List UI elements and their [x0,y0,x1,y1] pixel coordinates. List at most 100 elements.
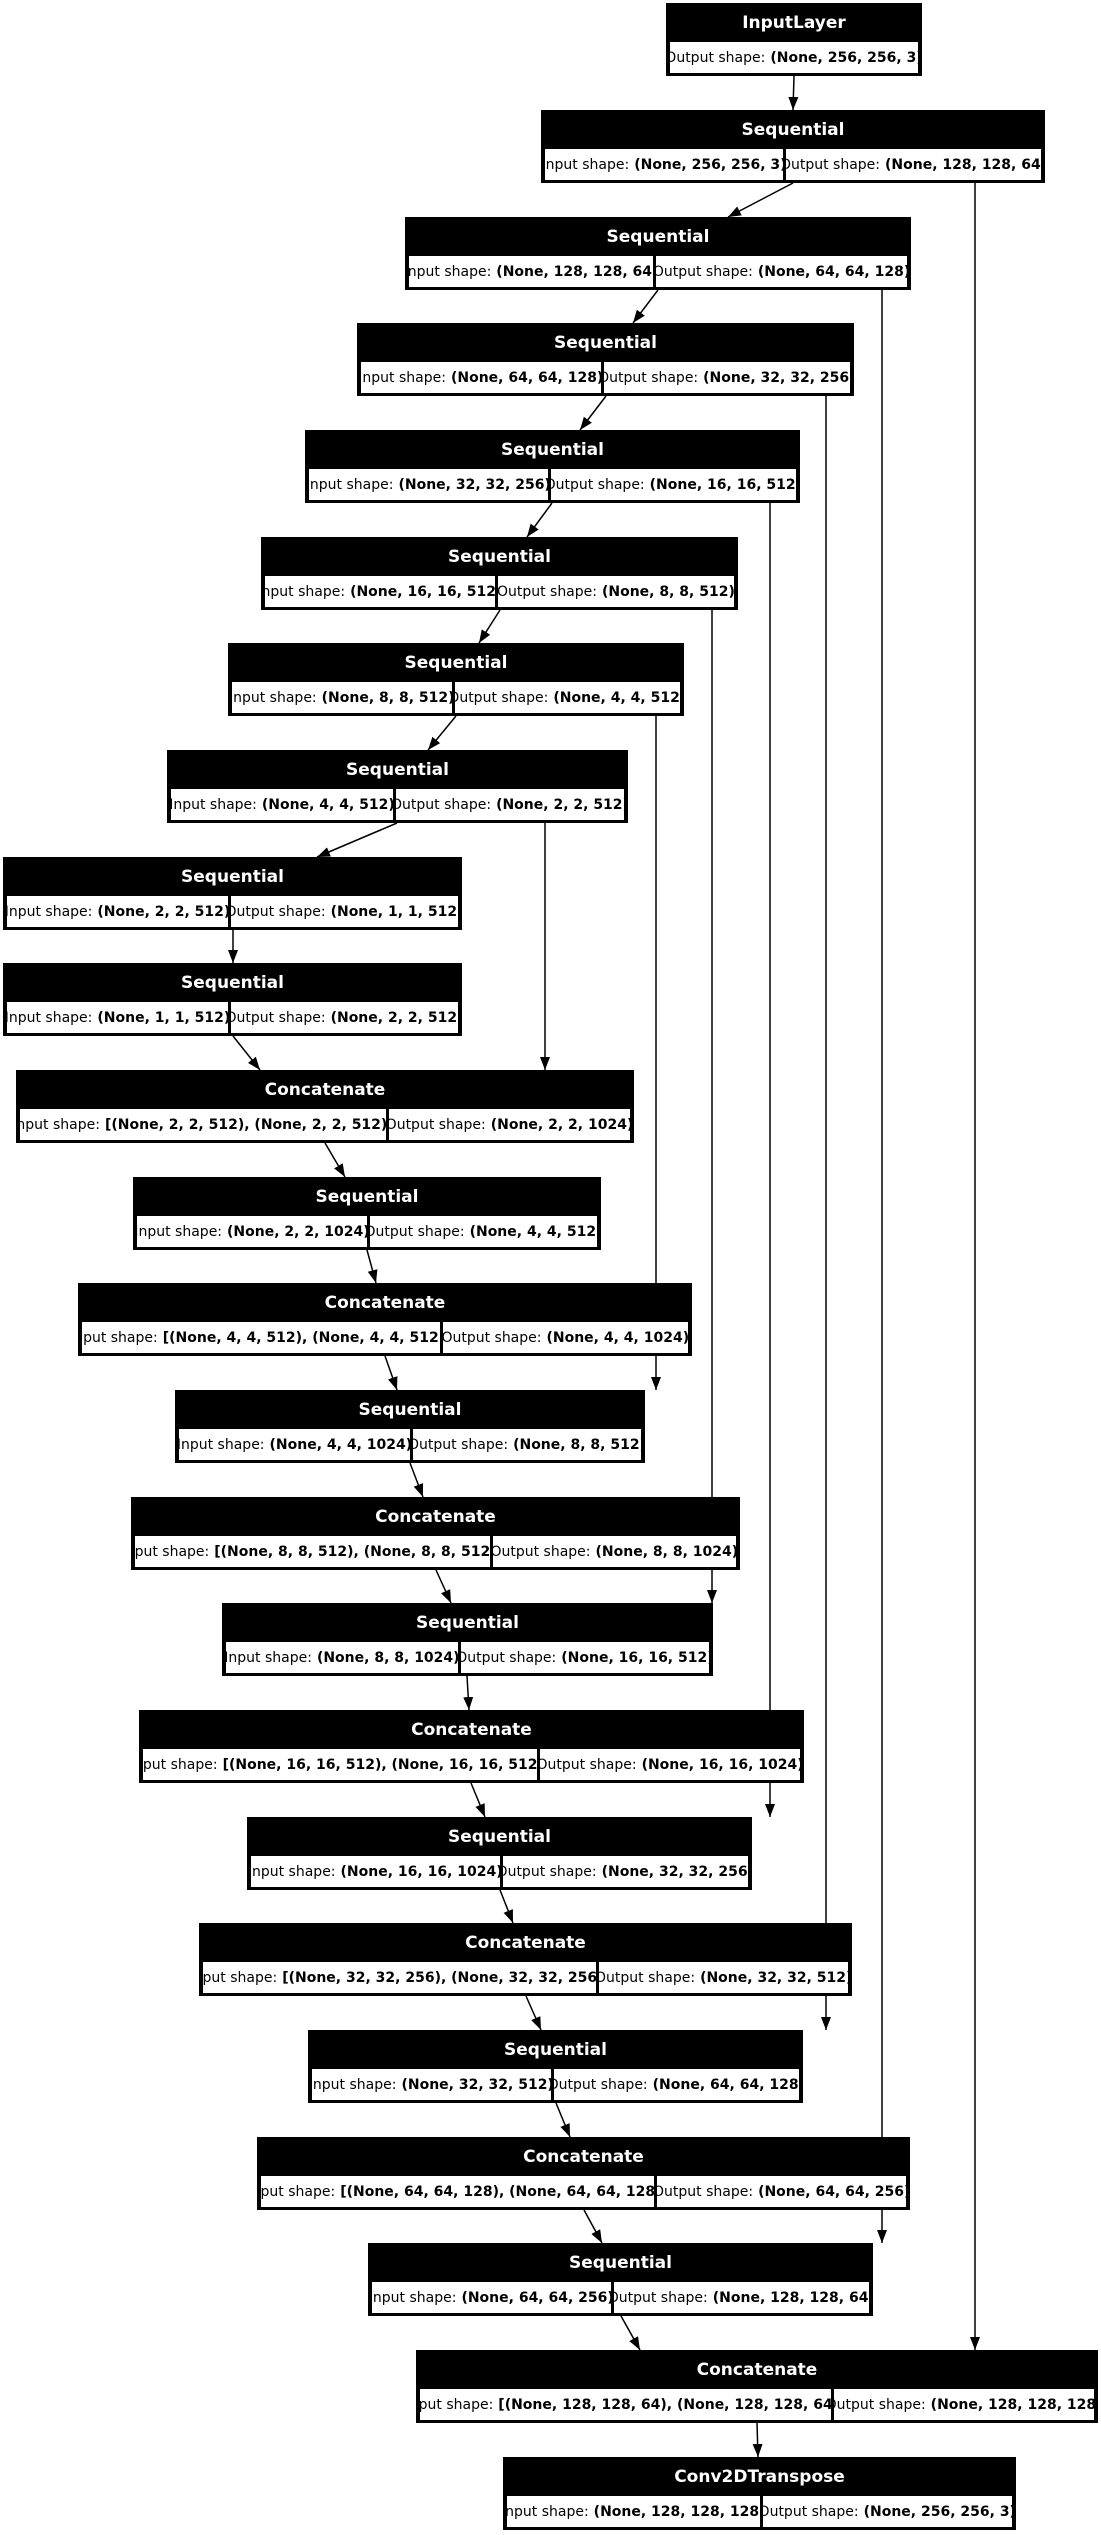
edge-main-0-1 [788,75,799,111]
output-shape-cell: Output shape: (None, 2, 2, 512) [395,789,624,820]
node-19-sequential: Sequential Input shape: (None, 32, 32, 5… [308,2030,803,2103]
output-shape-value: (None, 64, 64, 128) [652,2076,799,2093]
input-shape-value: (None, 4, 4, 1024) [269,1436,410,1453]
edge-main-22-23 [752,2422,763,2458]
output-shape-label: Output shape: [657,2183,754,2200]
output-shape-label: Output shape: [613,2289,708,2306]
node-title: Concatenate [324,1293,446,1313]
input-shape-label: Input shape: [251,1863,336,1880]
node-title: Concatenate [696,2360,818,2380]
input-shape-label: Input shape: [372,2289,457,2306]
node-title: Sequential [416,1613,519,1633]
input-shape-value: [(None, 64, 64, 128), (None, 64, 64, 128… [340,2183,655,2200]
node-title: Sequential [181,973,284,993]
output-shape-label: Output shape: [460,1649,557,1666]
node-title: Sequential [741,120,845,140]
input-shape-value: (None, 8, 8, 1024) [316,1649,458,1666]
edge-main-1-2 [727,182,794,218]
input-shape-cell: Input shape: [(None, 2, 2, 512), (None, … [20,1109,386,1140]
input-shape-value: [(None, 128, 128, 64), (None, 128, 128, … [498,2396,832,2413]
input-shape-cell: Input shape: (None, 4, 4, 1024) [179,1429,410,1460]
output-shape-cell: Output shape: (None, 2, 2, 1024) [389,1109,630,1140]
node-9-sequential: Sequential Input shape: (None, 1, 1, 512… [3,963,462,1036]
node-title: Concatenate [264,1080,386,1100]
node-11-sequential: Sequential Input shape: (None, 2, 2, 102… [133,1177,601,1250]
input-shape-cell: Input shape: (None, 128, 128, 128) [507,2496,760,2527]
output-shape-cell: Output shape: (None, 16, 16, 512) [550,469,796,500]
input-shape-value: (None, 4, 4, 512) [261,796,393,813]
edge-main-20-21 [583,2209,603,2244]
output-shape-value: (None, 1, 1, 512) [330,903,458,920]
node-title: Sequential [606,227,710,247]
input-shape-label: Input shape: [409,263,492,280]
output-shape-value: (None, 4, 4, 512) [553,689,680,706]
output-shape-cell: Output shape: (None, 32, 32, 256) [603,362,850,393]
output-shape-value: (None, 256, 256, 3) [863,2503,1012,2520]
input-shape-label: Input shape: [7,903,93,920]
edge-main-4-5 [526,502,553,538]
output-shape-cell: Output shape: (None, 256, 256, 3) [670,42,918,73]
edge-main-12-13 [384,1355,398,1391]
output-shape-cell: Output shape: (None, 16, 16, 1024) [540,1749,800,1780]
output-shape-label: Output shape: [413,1436,509,1453]
output-shape-label: Output shape: [786,156,881,173]
output-shape-label: Output shape: [599,1969,696,1986]
input-shape-value: (None, 64, 64, 128) [450,369,601,386]
output-shape-value: (None, 2, 2, 1024) [490,1116,630,1133]
input-shape-label: Input shape: [545,156,630,173]
edge-main-18-19 [525,1995,542,2031]
output-shape-label: Output shape: [370,1223,465,1240]
input-shape-value: (None, 1, 1, 512) [97,1009,228,1026]
node-20-concatenate: Concatenate Input shape: [(None, 64, 64,… [257,2137,910,2210]
input-shape-label: Input shape: [226,1649,312,1666]
node-13-sequential: Sequential Input shape: (None, 4, 4, 102… [175,1390,645,1463]
input-shape-value: (None, 2, 2, 512) [97,903,228,920]
node-21-sequential: Sequential Input shape: (None, 64, 64, 2… [368,2243,873,2316]
node-title: Concatenate [523,2147,644,2167]
output-shape-value: (None, 16, 16, 512) [561,1649,709,1666]
output-shape-value: (None, 16, 16, 1024) [641,1756,800,1773]
node-0-inputlayer: InputLayer Output shape: (None, 256, 256… [666,3,922,76]
node-title: Sequential [501,440,604,460]
node-title: InputLayer [742,13,846,33]
node-17-sequential: Sequential Input shape: (None, 16, 16, 1… [247,1817,752,1890]
input-shape-value: (None, 128, 128, 128) [593,2503,760,2520]
output-shape-value: (None, 64, 64, 256) [758,2183,906,2200]
input-shape-cell: Input shape: [(None, 128, 128, 64), (Non… [420,2389,832,2420]
output-shape-value: (None, 8, 8, 512) [601,583,734,600]
input-shape-value: [(None, 4, 4, 512), (None, 4, 4, 512)] [162,1329,440,1346]
output-shape-cell: Output shape: (None, 2, 2, 512) [230,1002,458,1033]
input-shape-value: (None, 16, 16, 512) [350,583,495,600]
input-shape-cell: Input shape: [(None, 4, 4, 512), (None, … [82,1322,440,1353]
edge-main-7-8 [316,822,398,858]
node-title: Concatenate [465,1933,586,1953]
output-shape-cell: Output shape: (None, 128, 128, 64) [786,149,1041,180]
input-shape-cell: Input shape: (None, 256, 256, 3) [545,149,784,180]
output-shape-value: (None, 16, 16, 512) [649,476,796,493]
node-1-sequential: Sequential Input shape: (None, 256, 256,… [541,110,1045,183]
edge-main-2-3 [632,289,659,324]
node-4-sequential: Sequential Input shape: (None, 32, 32, 2… [305,430,800,503]
node-3-sequential: Sequential Input shape: (None, 64, 64, 1… [357,323,854,396]
output-shape-label: Output shape: [454,689,549,706]
output-shape-label: Output shape: [762,2503,859,2520]
output-shape-cell: Output shape: (None, 4, 4, 512) [454,682,680,713]
node-title: Sequential [404,653,508,673]
node-23-conv2dtranspose: Conv2DTranspose Input shape: (None, 128,… [503,2457,1016,2530]
output-shape-label: Output shape: [656,263,753,280]
input-shape-value: [(None, 32, 32, 256), (None, 32, 32, 256… [282,1969,597,1986]
input-shape-cell: Input shape: (None, 16, 16, 512) [265,576,495,607]
output-shape-cell: Output shape: (None, 4, 4, 1024) [442,1322,688,1353]
input-shape-value: [(None, 2, 2, 512), (None, 2, 2, 512)] [104,1116,386,1133]
input-shape-label: Input shape: [361,369,446,386]
output-shape-cell: Output shape: (None, 64, 64, 128) [656,256,907,287]
input-shape-cell: Input shape: [(None, 8, 8, 512), (None, … [135,1536,490,1567]
input-shape-value: [(None, 16, 16, 512), (None, 16, 16, 512… [222,1756,538,1773]
output-shape-value: (None, 32, 32, 512) [700,1969,848,1986]
output-shape-label: Output shape: [502,1863,597,1880]
input-shape-value: (None, 16, 16, 1024) [340,1863,500,1880]
output-shape-cell: Output shape: (None, 64, 64, 256) [657,2176,906,2207]
node-title: Sequential [346,760,449,780]
edge-main-9-10 [232,1035,261,1071]
